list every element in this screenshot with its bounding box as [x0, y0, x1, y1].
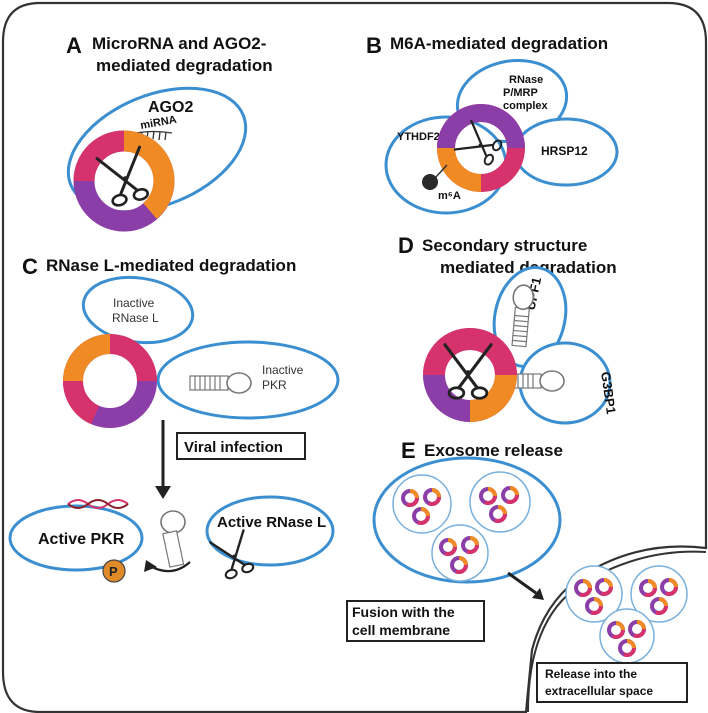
fusion-label-line1: Fusion with the	[352, 604, 455, 620]
vesicle	[469, 471, 531, 533]
m6a-label: m⁶A	[438, 190, 461, 202]
fusion-box	[346, 600, 485, 642]
panel-e-letter: E	[401, 438, 416, 463]
rnase-label-line2: P/MRP	[503, 87, 538, 99]
free-hairpin	[160, 510, 186, 568]
ago2-label: AGO2	[148, 99, 193, 116]
hrsp12-label: HRSP12	[541, 144, 588, 158]
panel-a: A MicroRNA and AGO2- mediated degradatio…	[66, 33, 273, 232]
curved-arrow-head	[144, 560, 157, 572]
phosphate-label: P	[109, 564, 118, 579]
panel-d-letter: D	[398, 233, 414, 258]
release-box	[536, 662, 688, 703]
release-arrow-head	[532, 588, 544, 600]
active-pkr-label: Active PKR	[38, 531, 125, 548]
panel-b-title: M6A-mediated degradation	[390, 34, 608, 53]
active-rnase-label: Active RNase L	[217, 514, 326, 531]
down-arrow-head	[155, 486, 171, 499]
panel-c: C RNase L-mediated degradation Inactive …	[8, 254, 340, 583]
panel-c-letter: C	[22, 254, 38, 279]
viral-infection-label: Viral infection	[184, 439, 283, 456]
inactive-rnase-label-line2: RNase L	[112, 311, 159, 325]
ythdf2-label: YTHDF2	[397, 131, 440, 143]
circrna-ring-a	[73, 130, 175, 232]
g3bp1-label: G3BP1	[598, 371, 619, 415]
rnase-label-line1: RNase	[509, 74, 543, 86]
viral-infection-box	[176, 432, 306, 460]
circrna-ring-c	[62, 334, 157, 428]
inactive-rnase-label-line1: Inactive	[113, 296, 155, 310]
panel-a-title-line2: mediated degradation	[96, 56, 273, 75]
panel-b: B M6A-mediated degradation RNase P/MRP c…	[366, 33, 619, 215]
circrna-ring-d	[423, 328, 517, 422]
dsrna-helix	[67, 499, 129, 509]
panel-a-letter: A	[66, 33, 82, 58]
inactive-pkr-label-line2: PKR	[262, 378, 287, 392]
hairpin-rna	[189, 372, 252, 394]
release-label-line2: extracellular space	[545, 684, 653, 698]
release-label-line1: Release into the	[545, 667, 637, 681]
rnase-label-line3: complex	[503, 100, 549, 112]
active-pkr	[8, 504, 144, 572]
panel-c-title: RNase L-mediated degradation	[46, 256, 296, 275]
release-arrow	[507, 571, 537, 595]
panel-d-title-line1: Secondary structure	[422, 236, 587, 255]
panel-e: E Exosome release Fusion with the cell m…	[346, 438, 688, 703]
panel-d: D Secondary structure mediated degradati…	[398, 233, 619, 425]
panel-a-title-line1: MicroRNA and AGO2-	[92, 34, 266, 53]
panel-b-letter: B	[366, 33, 382, 58]
scissors-icon	[443, 343, 493, 400]
inactive-pkr-label-line1: Inactive	[262, 363, 304, 377]
active-rnase-l	[205, 495, 335, 567]
panel-e-title: Exosome release	[424, 441, 563, 460]
phosphate-badge	[102, 559, 126, 583]
circrna-ring-b	[437, 104, 525, 192]
fusion-label-line2: cell membrane	[352, 622, 450, 638]
m6a-marker	[422, 174, 438, 190]
